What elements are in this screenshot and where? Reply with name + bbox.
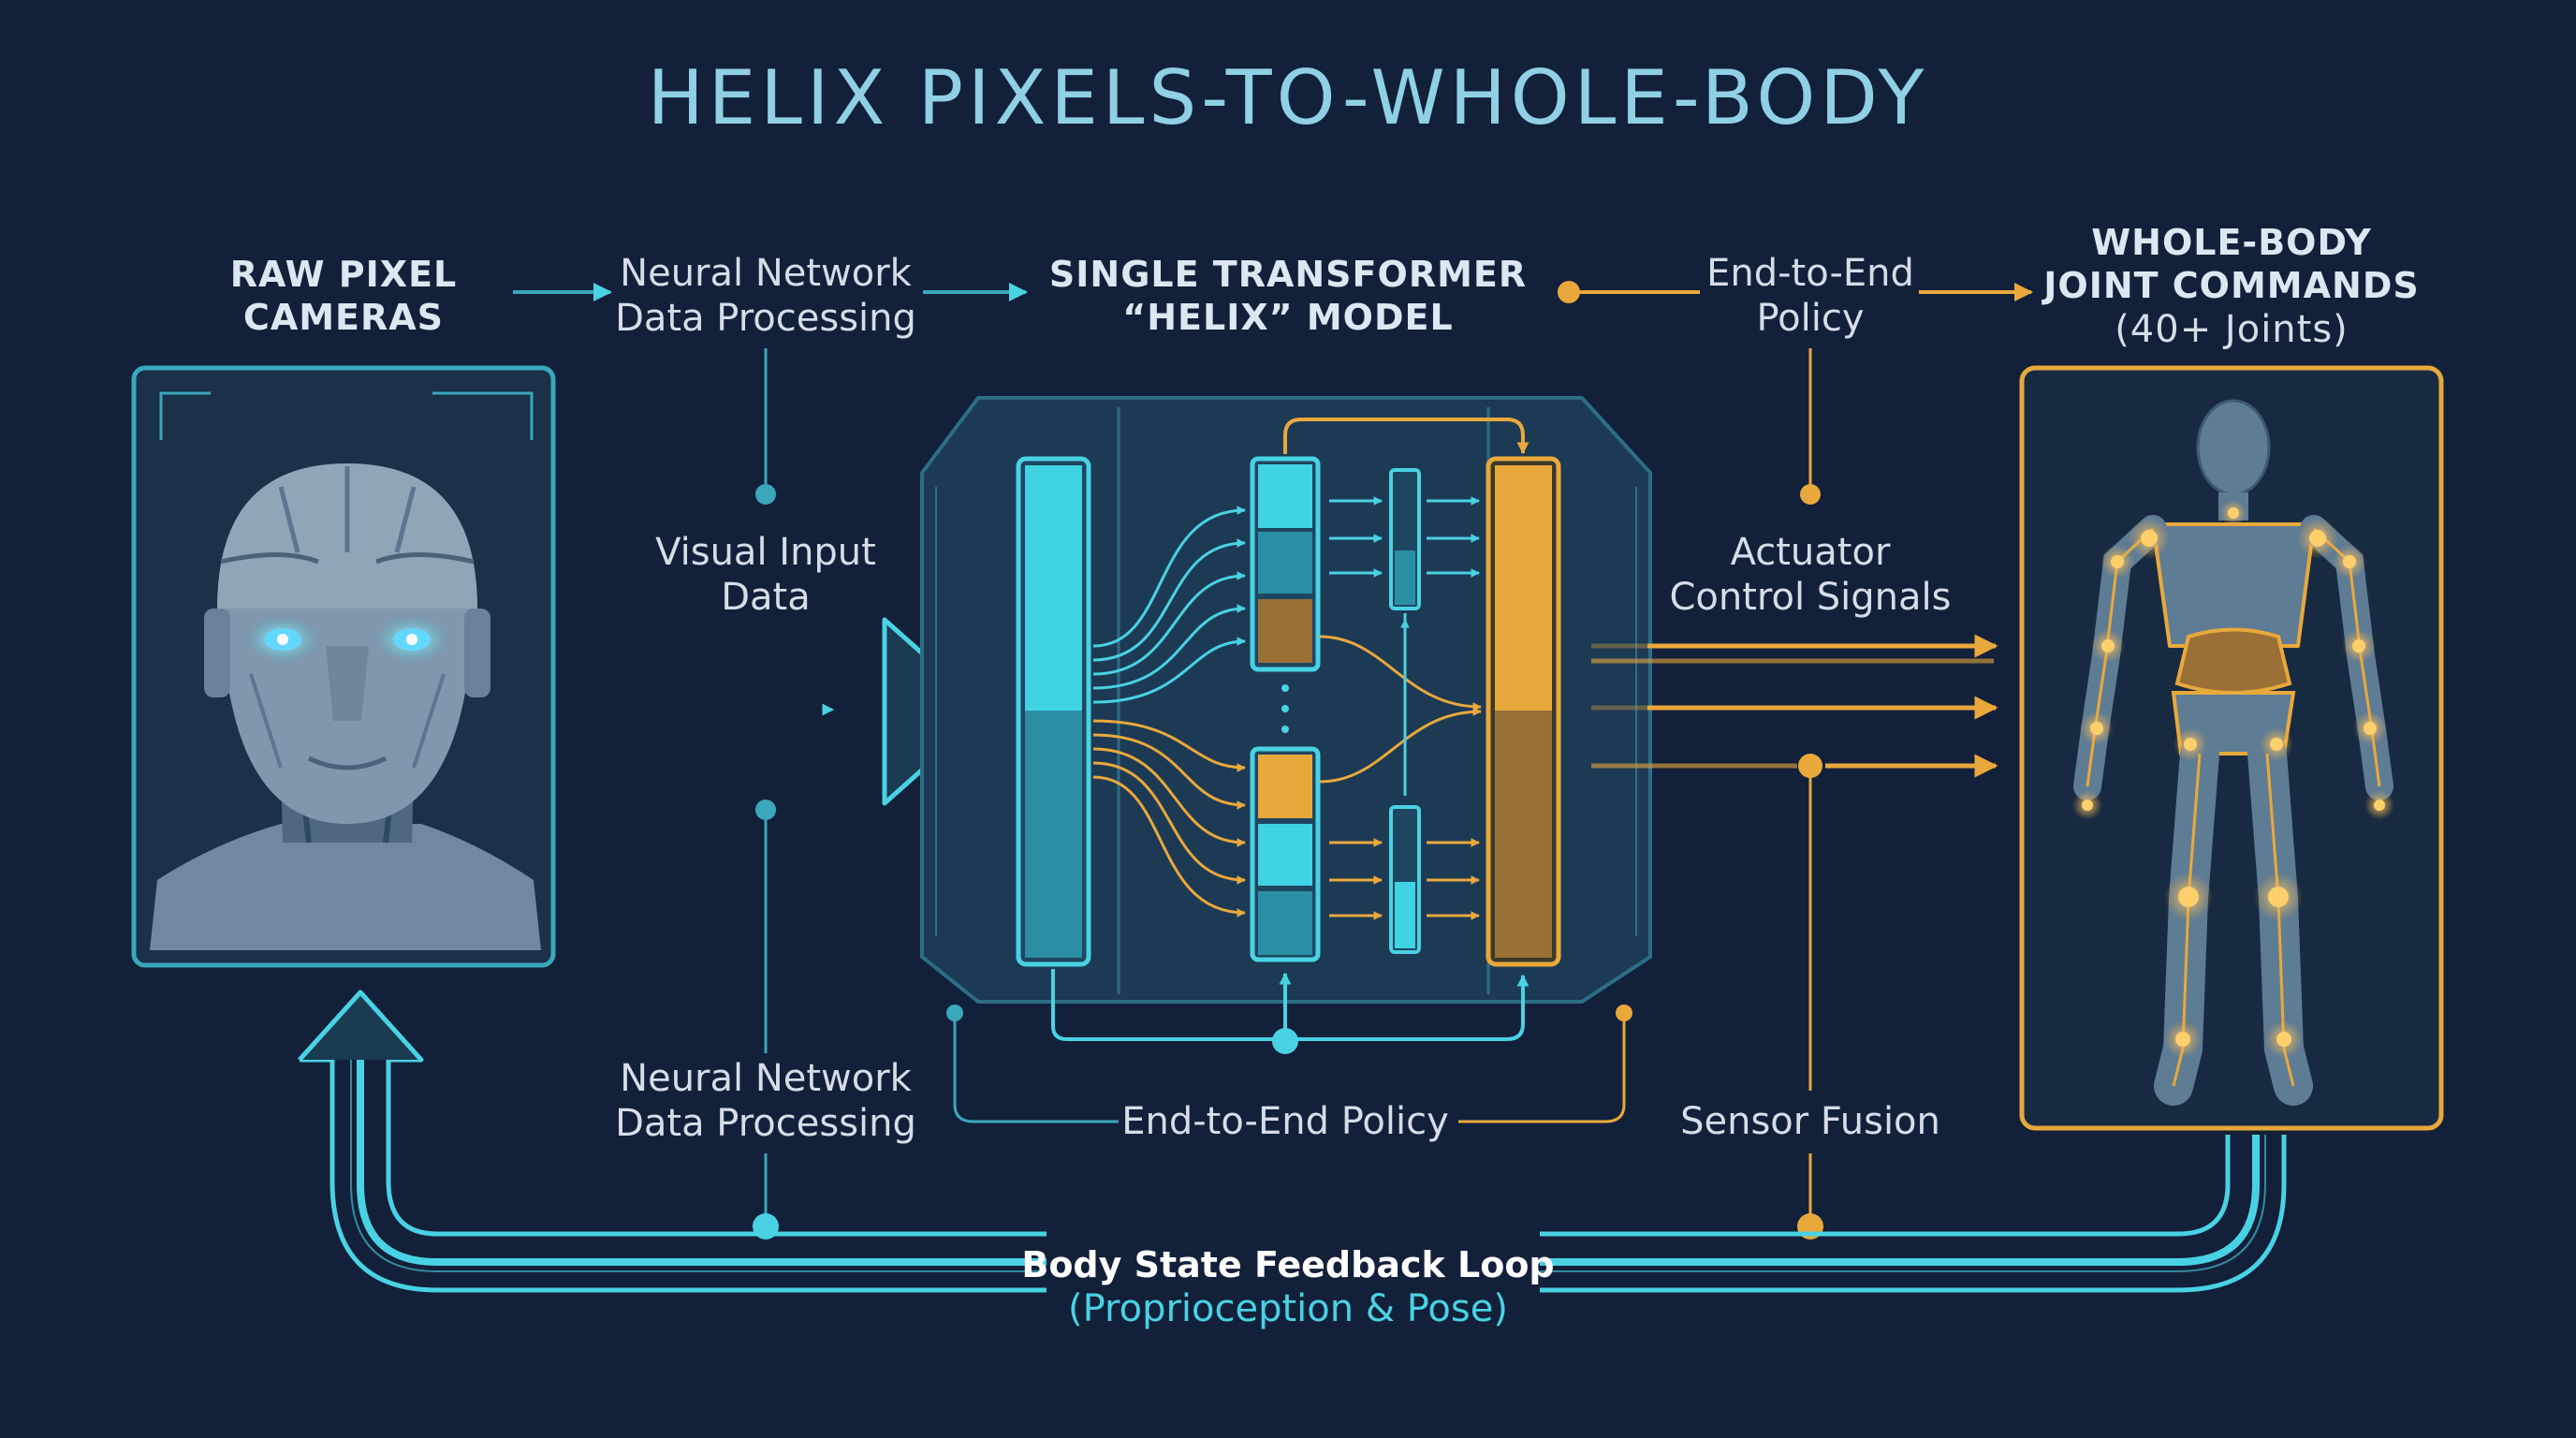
label-visual-input: Visual Input Data [578, 530, 953, 620]
robot-head-icon [150, 463, 541, 950]
humanoid-body-icon [2072, 399, 2394, 1106]
nn-processing-top-line2: Data Processing [615, 297, 916, 340]
top-flow-connectors [513, 281, 2033, 303]
e2e-policy-top-line1: End-to-End [1706, 252, 1914, 295]
actuator-line1: Actuator [1730, 531, 1891, 574]
e2e-policy-bracket [946, 1005, 1632, 1123]
transformer-line1: SINGLE TRANSFORMER [1048, 254, 1528, 295]
nn-processing-bottom-line1: Neural Network [620, 1057, 912, 1100]
e2e-policy-top-line2: Policy [1756, 297, 1865, 340]
stage-label-cameras-line2: CAMERAS [242, 297, 445, 338]
stage-label-e2e-policy-top: End-to-End Policy [1661, 251, 1960, 341]
joint-glow-markers [2072, 500, 2394, 1058]
page-title: HELIX PIXELS-TO-WHOLE-BODY [647, 54, 1929, 141]
transformer-block-icon [920, 396, 1652, 1054]
nn-processing-top-line1: Neural Network [620, 252, 912, 295]
stage-label-transformer: SINGLE TRANSFORMER “HELIX” MODEL [1007, 253, 1569, 339]
joint-commands-line2: JOINT COMMANDS [2043, 265, 2420, 306]
stage-label-cameras: RAW PIXEL CAMERAS [156, 253, 531, 339]
joint-commands-line1: WHOLE-BODY [2091, 222, 2372, 263]
stage-label-cameras-line1: RAW PIXEL [229, 254, 458, 295]
nn-processing-bottom-line2: Data Processing [615, 1102, 916, 1145]
feedback-loop-label: Body State Feedback Loop (Proprioception… [1007, 1243, 1569, 1331]
stage-label-joint-commands: WHOLE-BODY JOINT COMMANDS (40+ Joints) [1998, 221, 2466, 352]
label-e2e-policy-bottom: End-to-End Policy [1121, 1100, 1449, 1143]
label-sensor-fusion: Sensor Fusion [1680, 1100, 1940, 1143]
label-actuator-control: Actuator Control Signals [1623, 530, 1998, 620]
joint-commands-line3: (40+ Joints) [2115, 308, 2349, 351]
transformer-line2: “HELIX” MODEL [1122, 297, 1454, 338]
feedback-title: Body State Feedback Loop [1021, 1244, 1555, 1285]
label-nn-processing-bottom: Neural Network Data Processing [578, 1056, 953, 1146]
actuator-line2: Control Signals [1669, 576, 1952, 619]
feedback-subtitle: (Proprioception & Pose) [1068, 1287, 1508, 1330]
output-signal-arrows [1591, 634, 1998, 778]
stage-label-nn-processing-top: Neural Network Data Processing [578, 251, 953, 341]
visual-input-line1: Visual Input [655, 531, 876, 574]
feedback-loop [298, 990, 2287, 1293]
visual-input-line2: Data [721, 576, 811, 619]
